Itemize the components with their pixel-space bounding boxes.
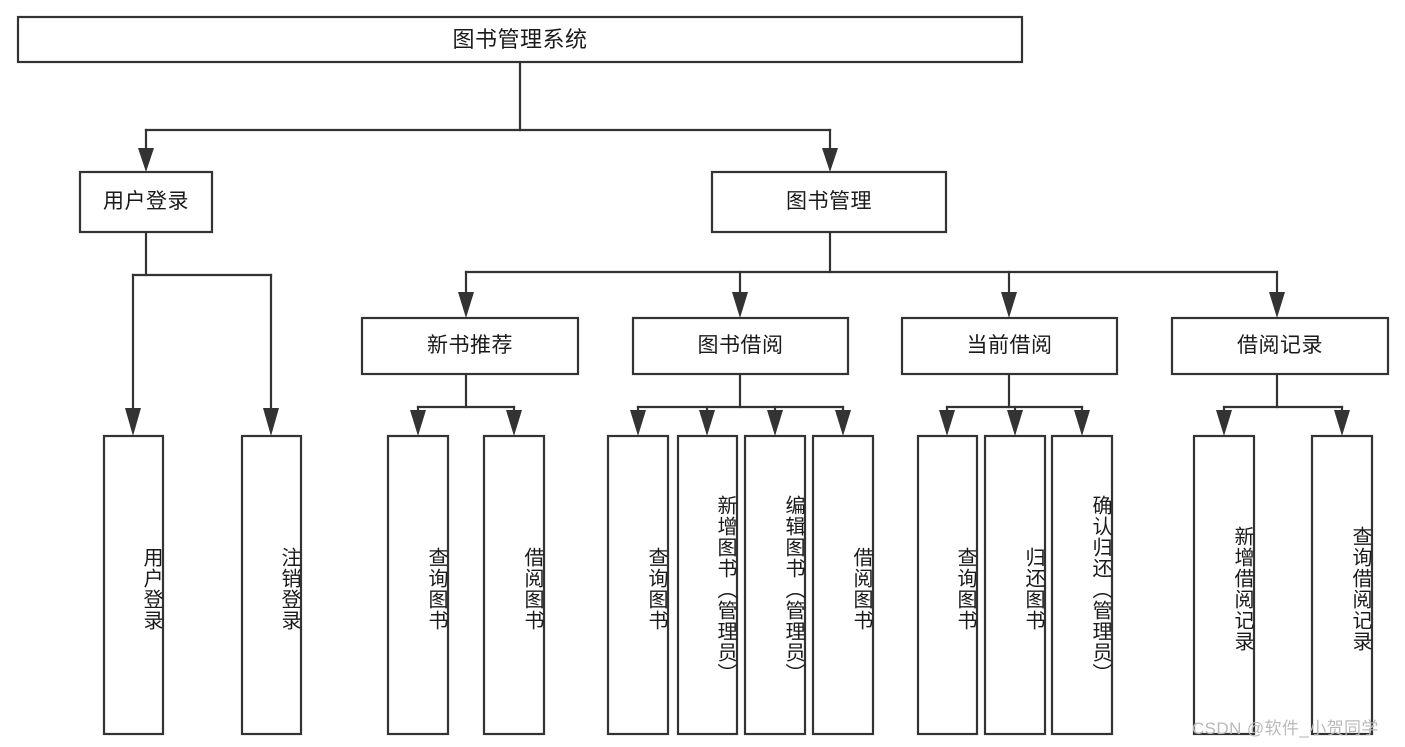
arrow-newbook-leaf-1 <box>410 410 426 436</box>
node-box-leaf-borrow-book-2[interactable] <box>811 434 875 736</box>
node-box-book-mgmt[interactable] <box>710 170 948 234</box>
arrow-bookmgmt-to-newbook <box>458 292 474 318</box>
arrow-root-to-user-login <box>138 148 154 172</box>
node-box-leaf-logout[interactable] <box>240 434 303 736</box>
node-box-leaf-add-record[interactable] <box>1192 434 1256 736</box>
node-box-root[interactable] <box>16 15 1024 64</box>
arrow-userlogin-leaf-2 <box>263 408 279 436</box>
arrow-bookmgmt-to-borrowrecord <box>1269 292 1285 318</box>
node-box-leaf-query-record[interactable] <box>1310 434 1374 736</box>
arrow-bookmgmt-to-currentborrow <box>1001 292 1017 318</box>
connector-layer <box>125 60 1350 436</box>
node-box-user-login[interactable] <box>78 170 214 234</box>
node-box-leaf-query-book-2[interactable] <box>606 434 670 736</box>
node-box-leaf-add-book[interactable] <box>676 434 739 736</box>
arrow-bookmgmt-to-bookborrow <box>732 292 748 318</box>
arrow-borrowrecord-leaf-1 <box>1216 410 1232 436</box>
arrow-borrowrecord-leaf-2 <box>1334 410 1350 436</box>
node-box-leaf-user-login[interactable] <box>102 434 165 736</box>
node-box-borrow-record[interactable] <box>1170 316 1390 376</box>
node-box-book-borrow[interactable] <box>631 316 850 376</box>
node-box-leaf-edit-book[interactable] <box>743 434 807 736</box>
node-layer <box>16 15 1390 736</box>
node-box-leaf-confirm-return[interactable] <box>1050 434 1114 736</box>
node-box-current-borrow[interactable] <box>900 316 1119 376</box>
arrow-userlogin-leaf-1 <box>125 408 141 436</box>
arrow-bookborrow-leaf-3 <box>767 410 783 436</box>
arrow-bookborrow-leaf-4 <box>835 410 851 436</box>
arrow-currentborrow-leaf-1 <box>939 410 955 436</box>
arrow-newbook-leaf-2 <box>506 410 522 436</box>
node-box-leaf-query-book-1[interactable] <box>386 434 450 736</box>
csdn-watermark: CSDN @软件_小贺同学 <box>1192 719 1379 738</box>
arrow-currentborrow-leaf-2 <box>1007 410 1023 436</box>
arrow-bookborrow-leaf-2 <box>699 410 715 436</box>
arrow-root-to-book-mgmt <box>822 148 838 172</box>
node-box-leaf-query-book-3[interactable] <box>916 434 979 736</box>
node-box-new-book-rec[interactable] <box>360 316 580 376</box>
node-box-leaf-borrow-book-1[interactable] <box>482 434 546 736</box>
node-box-leaf-return-book[interactable] <box>983 434 1047 736</box>
arrow-currentborrow-leaf-3 <box>1074 410 1090 436</box>
arrow-bookborrow-leaf-1 <box>630 410 646 436</box>
